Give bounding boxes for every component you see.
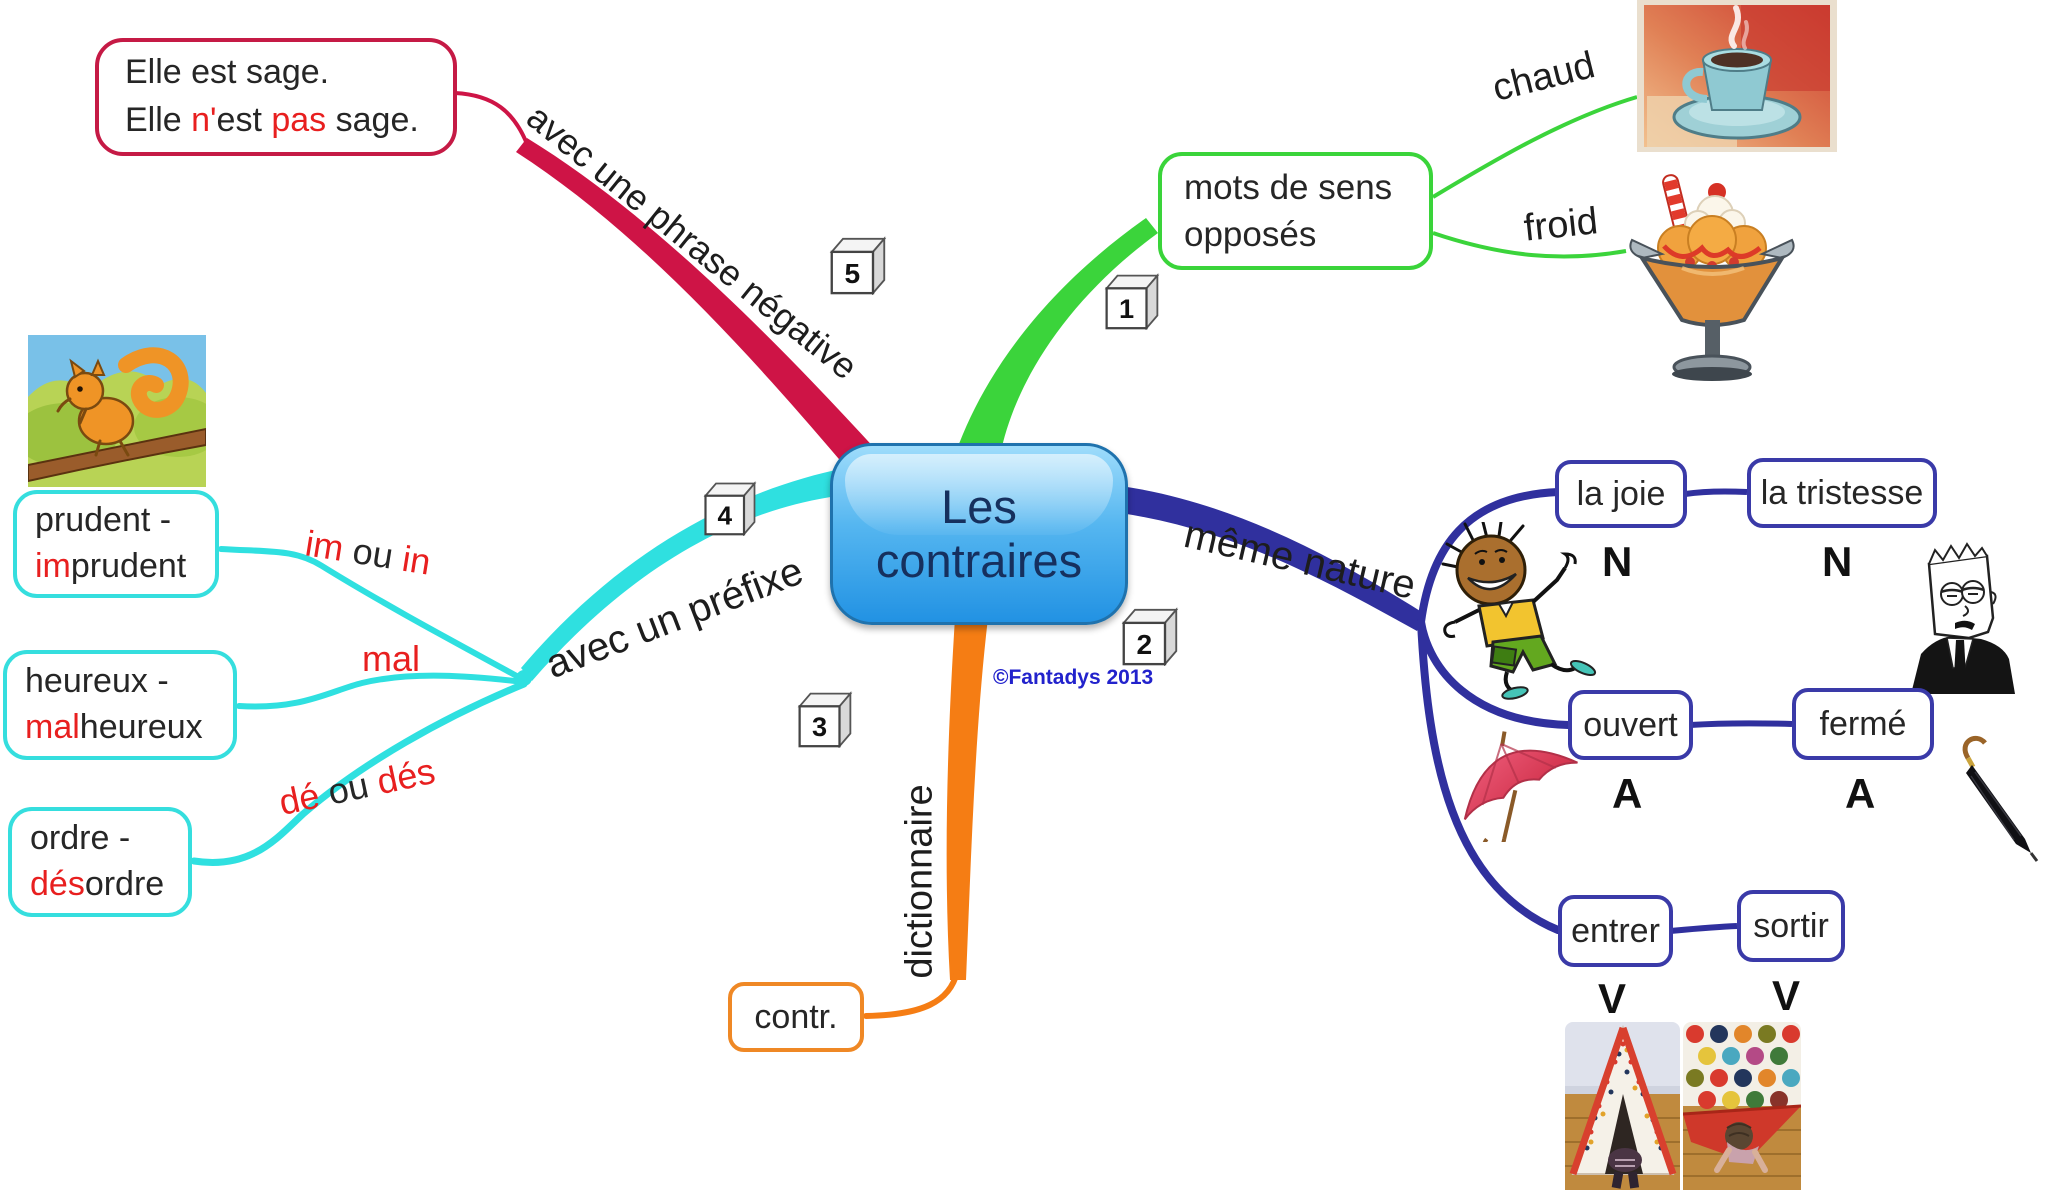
cube-number-1: 1: [1119, 293, 1134, 324]
sens-opposes-line2: opposés: [1184, 215, 1317, 254]
cube-number-4: 4: [717, 501, 732, 531]
step-cube-3: 3: [797, 691, 853, 748]
link-entrer-sortir: [1669, 923, 1738, 934]
sad-man-image: [1911, 542, 2015, 694]
prefixe-mal-curve: [236, 672, 527, 710]
text-segment: n': [191, 101, 217, 139]
entrer-label: entrer: [1571, 911, 1660, 950]
branch-dictionnaire-curve: [946, 618, 988, 980]
text-segment: im: [35, 547, 71, 585]
cube-number-2: 2: [1137, 629, 1153, 660]
text-segment: ordre: [84, 865, 165, 903]
text-segment: Elle: [125, 101, 192, 139]
center-title-line1: Les: [941, 479, 1017, 533]
branch-negative-curve: [516, 138, 878, 472]
la-joie-label: la joie: [1576, 474, 1666, 513]
tag-adjective-left: A: [1612, 770, 1643, 817]
happy-kid-image: [1441, 522, 1597, 700]
step-cube-5: 5: [829, 236, 887, 295]
label-dictionnaire: dictionnaire: [898, 784, 941, 979]
coffee-image: [1637, 0, 1837, 152]
prefixe-im-curve: [218, 546, 527, 683]
umbrella-closed-image: [1962, 735, 2039, 862]
text-segment: ou: [340, 528, 406, 579]
la-tristesse-label: la tristesse: [1760, 473, 1924, 512]
prefixe-de-curve: [190, 680, 528, 866]
text-segment: heureux: [79, 708, 203, 746]
node-entrer: entrer: [1558, 895, 1673, 967]
node-heureux-malheureux: heureux - malheureux: [3, 650, 237, 760]
squirrel-image: [28, 335, 206, 487]
branch-negative-tail: [454, 91, 529, 145]
prudent-line1: prudent -: [35, 501, 172, 540]
text-segment: im: [302, 522, 347, 569]
center-title-line2: contraires: [875, 534, 1083, 587]
step-cube-2: 2: [1121, 607, 1179, 666]
node-prudent-imprudent: prudent - imprudent: [13, 490, 219, 598]
text-segment: dés: [30, 865, 85, 903]
node-example-negative: Elle est sage. Elle n'est pas sage.: [95, 38, 457, 156]
heureux-line2: malheureux: [25, 705, 233, 751]
sens-opposes-line1: mots de sens: [1184, 167, 1393, 207]
nature-entrer-curve: [1417, 618, 1562, 934]
tag-noun-right: N: [1822, 538, 1853, 585]
tag-noun-left: N: [1602, 538, 1633, 585]
text-segment: est: [216, 101, 272, 139]
step-cube-1: 1: [1104, 273, 1160, 330]
icecream-image: [1629, 174, 1795, 381]
tag-verb-left: V: [1598, 975, 1627, 1022]
step-cube-4: 4: [703, 481, 757, 536]
dictionnaire-hook-curve: [863, 969, 960, 1019]
contr-label: contr.: [754, 997, 838, 1036]
node-la-tristesse: la tristesse: [1747, 458, 1937, 528]
copyright-text: ©Fantadys 2013: [993, 666, 1154, 689]
prudent-line2: imprudent: [35, 544, 215, 590]
node-sens-opposes: mots de sens opposés: [1158, 152, 1433, 270]
branch-sens-curve: [956, 218, 1158, 456]
branch-nature-curve: [1120, 486, 1425, 631]
link-ouvert-ferme: [1689, 720, 1793, 728]
cube-number-3: 3: [812, 711, 827, 742]
ordre-line1: ordre -: [30, 819, 131, 858]
text-segment: pas: [271, 101, 327, 139]
node-ordre-desordre: ordre - désordre: [8, 807, 192, 917]
ferme-label: fermé: [1819, 704, 1907, 743]
branch-prefixe-curve: [521, 468, 845, 681]
nature-joie-curve: [1417, 488, 1562, 626]
text-segment: mal: [25, 708, 80, 746]
sortir-label: sortir: [1753, 906, 1829, 945]
center-topic: Les contraires: [830, 443, 1128, 625]
umbrella-open-image: [1463, 731, 1578, 842]
link-joie-tristesse: [1684, 488, 1748, 497]
ordre-line2: désordre: [30, 862, 188, 908]
node-ouvert: ouvert: [1568, 690, 1693, 760]
label-froid: froid: [1521, 200, 1600, 250]
heureux-line1: heureux -: [25, 662, 169, 701]
ouvert-label: ouvert: [1583, 705, 1678, 744]
node-ferme: fermé: [1792, 688, 1934, 760]
tent-enter-photo: [1565, 1022, 1680, 1190]
tag-adjective-right: A: [1845, 770, 1876, 817]
label-mal: mal: [362, 638, 420, 680]
node-contr: contr.: [728, 982, 864, 1052]
chaud-curve: [1431, 95, 1638, 199]
cube-number-5: 5: [845, 258, 861, 289]
example-line1: Elle est sage.: [125, 53, 330, 92]
tag-verb-right: V: [1772, 972, 1801, 1019]
node-la-joie: la joie: [1555, 460, 1687, 528]
text-segment: prudent: [70, 547, 187, 585]
text-segment: sage.: [326, 101, 419, 139]
tent-exit-photo: [1683, 1022, 1801, 1190]
text-segment: mal: [362, 638, 421, 679]
example-line2: Elle n'est pas sage.: [125, 97, 453, 145]
node-sortir: sortir: [1737, 890, 1845, 962]
froid-curve: [1432, 231, 1627, 259]
